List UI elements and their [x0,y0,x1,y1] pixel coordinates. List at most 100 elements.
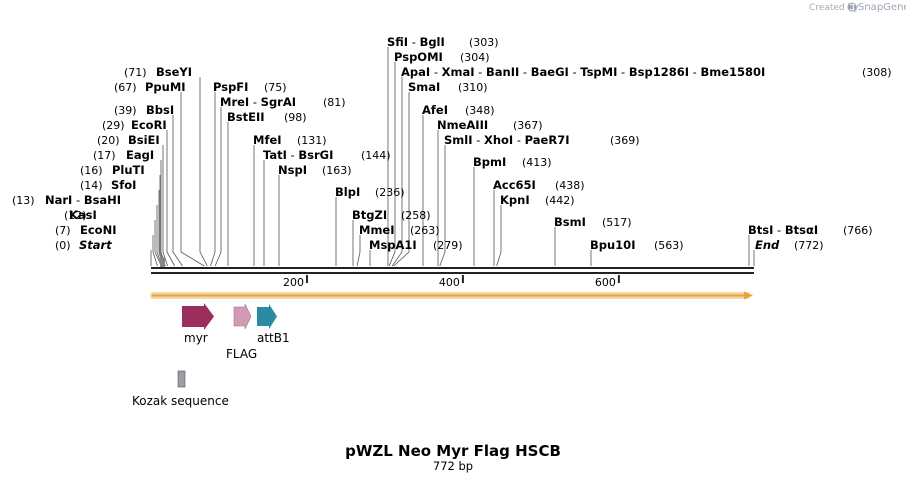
backbone-bottom-strand [151,272,754,274]
site-separator: - [773,223,784,237]
site-label: (413)BpmI [473,155,552,169]
site-label: (81)MreI - SgrAI [220,95,346,109]
site-enzyme-name: BanII [486,65,519,79]
site-position: (17) [93,149,116,162]
site-position: (772) [794,239,824,252]
site-position: (367) [513,119,543,132]
site-enzyme-name: NarI [45,193,72,207]
site-label: (98)BstEII [227,110,307,124]
site-label: (12)KasI [64,208,97,222]
site-name-text: SmaI [408,80,440,94]
site-enzyme-name: MmeI [359,223,395,237]
site-label: (438)Acc65I [493,178,585,192]
site-enzyme-name: SfiI [387,35,408,49]
feature-flag: FLAG [226,303,257,361]
scale-tick-label: 400 [439,276,460,289]
site-name-text: BbsI [146,103,174,117]
site-position: (258) [401,209,431,222]
site-connector-line [391,77,403,267]
site-enzyme-name: SfoI [111,178,136,192]
site-label: (144)TatI - BsrGI [263,148,391,162]
site-label: (766)BtsI - BtsαI [748,223,873,237]
site-name-text: BsiEI [128,133,160,147]
site-enzyme-name: BlpI [335,185,360,199]
site-enzyme-name: End [755,238,780,252]
site-connector-line [439,145,446,267]
site-enzyme-name: XhoI [484,133,513,147]
site-label: (303) SfiI - BglI [387,35,499,49]
site-separator: - [475,65,486,79]
site-name-text: NmeAIII [437,118,488,132]
site-labels: (0)Start(7)EcoNI(12)KasI(13)NarI - BsaHI… [12,35,892,252]
site-name-text: PspFI [213,80,248,94]
site-name-text: KpnI [500,193,530,207]
site-enzyme-name: Start [79,238,112,252]
site-label: (163) NspI [278,163,352,177]
credit-brand: SnapGene [858,2,906,13]
site-position: (236) [375,186,405,199]
backbone-top-strand [151,267,754,269]
site-enzyme-name: PspOMI [394,50,443,64]
site-position: (442) [545,194,575,207]
site-enzyme-name: BtsαI [785,223,818,237]
credit-text: Created by [809,3,859,13]
site-position: (308) [862,66,892,79]
site-enzyme-name: NspI [278,163,307,177]
site-name-text: Start [79,238,112,252]
site-separator: - [408,35,419,49]
site-connector-line [393,92,410,267]
kozak-box-icon [177,370,186,388]
site-position: (39) [114,104,137,117]
feature-kozak: Kozak sequence [132,370,229,408]
map-title: pWZL Neo Myr Flag HSCB [345,442,561,460]
site-enzyme-name: Bme1580I [700,65,765,79]
site-separator: - [72,193,83,207]
site-connector-line [496,205,502,267]
site-enzyme-name: XmaI [442,65,475,79]
myr-arrow-icon [182,303,214,330]
site-label: (263)MmeI [359,223,440,237]
site-enzyme-name: AfeI [422,103,448,117]
site-label: (369)SmlI - XhoI - PaeR7I [444,133,640,147]
site-position: (413) [522,156,552,169]
attb1-label: attB1 [257,331,290,345]
site-position: (348) [465,104,495,117]
kozak-label: Kozak sequence [132,394,229,408]
site-name-text: SmlI - XhoI - PaeR7I [444,133,570,147]
site-enzyme-name: EagI [126,148,154,162]
site-label: (67)PpuMI [114,80,186,94]
site-name-text: SfiI - BglI [387,35,445,49]
site-name-text: NspI [278,163,307,177]
site-label: (16)PluTI [80,163,145,177]
site-label: (310)SmaI [408,80,488,94]
site-name-text: Bpu10I [590,238,635,252]
site-name-text: PspOMI [394,50,443,64]
site-label: (258)BtgZI [352,208,431,222]
site-connector-line [388,62,396,267]
site-enzyme-name: EcoRI [131,118,167,132]
site-enzyme-name: MreI [220,95,249,109]
site-enzyme-name: KpnI [500,193,530,207]
site-label: (442) KpnI [500,193,575,207]
site-position: (67) [114,81,137,94]
site-connector-line [210,92,216,267]
site-enzyme-name: BsmI [554,215,586,229]
site-position: (98) [284,111,307,124]
site-enzyme-name: BseYI [156,65,192,79]
cluster-cut-marks [160,257,165,267]
site-position: (81) [323,96,346,109]
site-enzyme-name: Bpu10I [590,238,635,252]
attb1-arrow-icon [257,304,277,329]
site-position: (14) [80,179,103,192]
site-position: (303) [469,36,499,49]
site-position: (163) [322,164,352,177]
site-name-text: PluTI [112,163,145,177]
site-connector-line [356,235,361,267]
site-label: (7)EcoNI [55,223,116,237]
site-name-text: EcoRI [131,118,167,132]
site-position: (517) [602,216,632,229]
site-enzyme-name: SgrAI [261,95,296,109]
site-label: (29)EcoRI [102,118,167,132]
